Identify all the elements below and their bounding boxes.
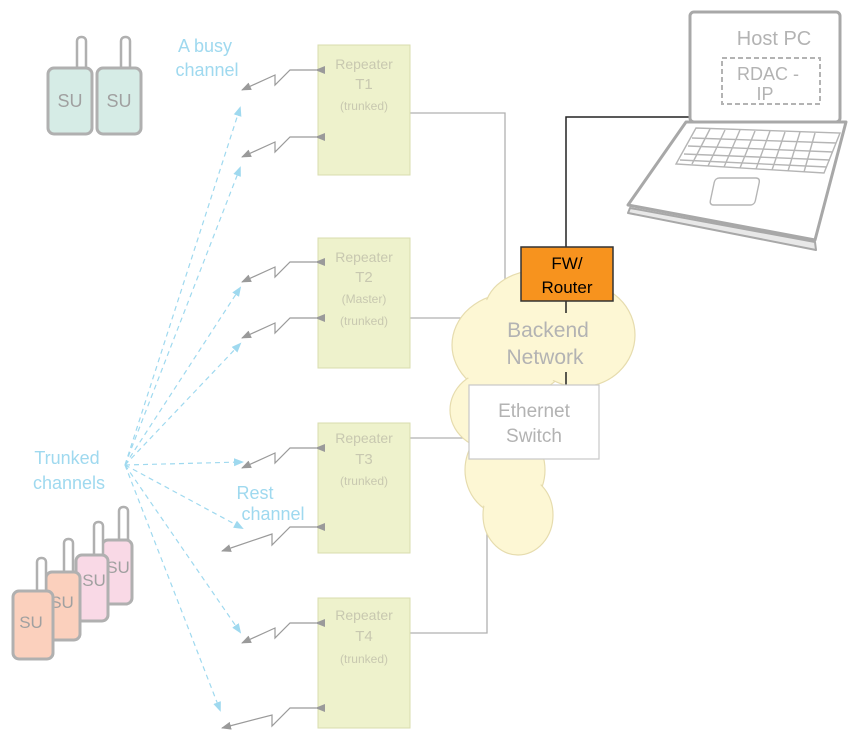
- channel-lines: [124, 106, 244, 712]
- repeater-t4: Repeater T4 (trunked): [317, 597, 411, 729]
- rest-channel-label-2: channel: [241, 504, 304, 524]
- switch-label-2: Switch: [506, 426, 562, 447]
- repeater-t2: Repeater T2 (Master) (trunked): [317, 237, 411, 369]
- switch-label-1: Ethernet: [498, 401, 571, 422]
- su-label: SU: [82, 571, 106, 590]
- router-label-2: Router: [541, 278, 592, 297]
- repeater-t3-title: Repeater: [335, 430, 393, 446]
- su-label: SU: [106, 558, 130, 577]
- router-links: [565, 116, 690, 385]
- repeater-t3-id: T3: [355, 451, 373, 468]
- rdac-label-1: RDAC -: [737, 64, 799, 84]
- router-label-1: FW/: [551, 254, 582, 273]
- repeater-t2-title: Repeater: [335, 249, 393, 265]
- busy-channel-label-2: channel: [175, 60, 238, 80]
- repeater-t1-mode: (trunked): [340, 99, 388, 113]
- su-label: SU: [19, 613, 43, 632]
- su-label: SU: [57, 91, 82, 111]
- keyboard-keys: [674, 127, 842, 206]
- fw-router: [520, 246, 614, 302]
- ethernet-switch: [468, 384, 600, 460]
- host-pc-title: Host PC: [737, 28, 811, 50]
- rf-link-t3-b: [221, 523, 325, 552]
- rf-link-t1-b: [241, 133, 325, 158]
- su-label: SU: [106, 91, 131, 111]
- rf-link-t3-a: [241, 444, 325, 469]
- repeater-t2-role: (Master): [342, 292, 387, 306]
- rest-channel-label-1: Rest: [236, 483, 273, 503]
- repeater-t4-id: T4: [355, 628, 373, 645]
- repeater-t4-mode: (trunked): [340, 652, 388, 666]
- repeater-t3-mode: (trunked): [340, 474, 388, 488]
- trunked-channels-label-2: channels: [33, 473, 105, 493]
- rf-link-t1-a: [241, 66, 325, 91]
- rf-link-t2-b: [241, 314, 325, 339]
- backend-label-2: Network: [506, 346, 584, 369]
- rf-link-t2-a: [241, 258, 325, 283]
- backend-label-1: Backend: [507, 319, 589, 342]
- rdac-label-2: IP: [756, 84, 773, 104]
- su-radio-busy-1: SU: [46, 35, 94, 136]
- repeater-t4-title: Repeater: [335, 607, 393, 623]
- repeater-t3: Repeater T3 (trunked): [317, 422, 411, 554]
- su-radio-busy-2: SU: [95, 35, 143, 136]
- rf-link-t4-a: [241, 619, 325, 644]
- repeater-t1-title: Repeater: [335, 56, 393, 72]
- rdac-ip-box: [721, 57, 821, 105]
- repeater-t2-mode: (trunked): [340, 314, 388, 328]
- su-label: SU: [50, 593, 74, 612]
- trunked-channels-label-1: Trunked: [34, 448, 99, 468]
- repeater-t1: Repeater T1 (trunked): [317, 44, 411, 176]
- repeater-t2-id: T2: [355, 269, 373, 286]
- su-radio-trunked-1: SU: [11, 556, 55, 661]
- busy-channel-label-1: A busy: [178, 36, 232, 56]
- repeater-t1-id: T1: [355, 76, 373, 93]
- rf-link-t4-b: [221, 704, 325, 730]
- rf-links: [221, 66, 325, 730]
